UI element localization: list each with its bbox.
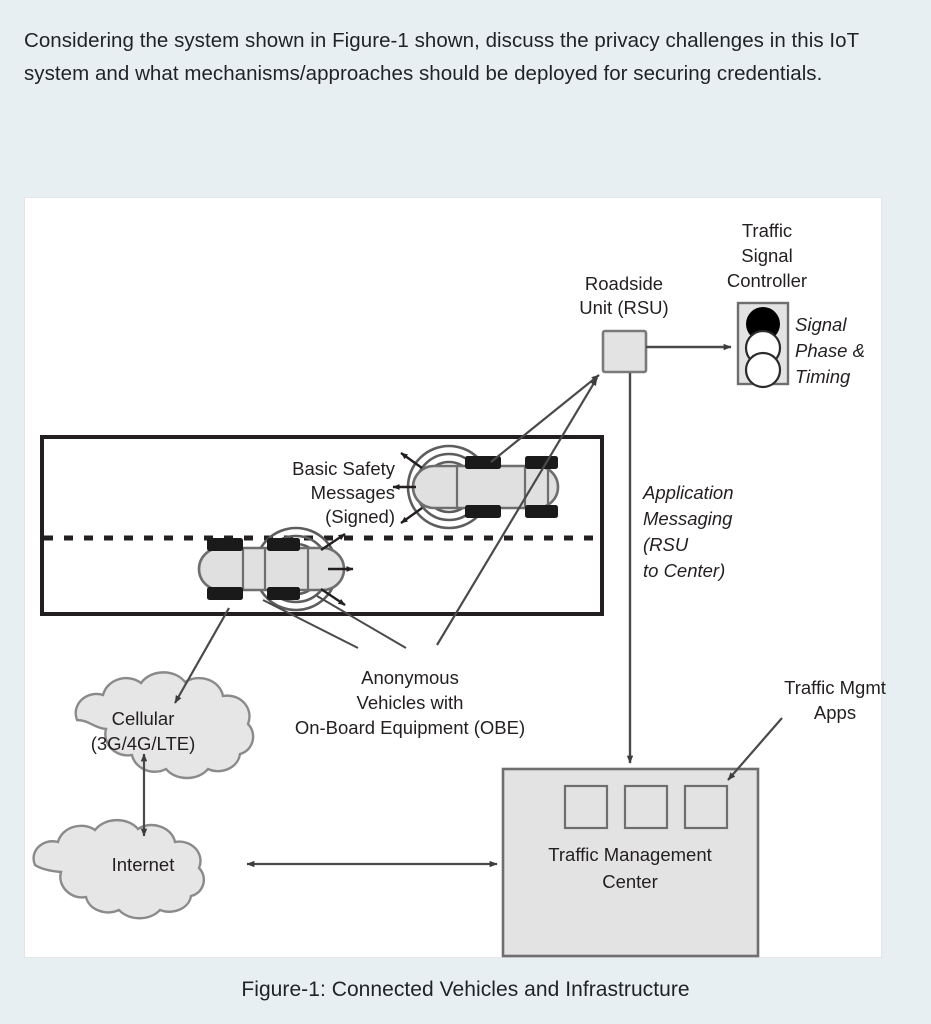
cellular-cloud[interactable] (74, 671, 255, 780)
apps-label-line2: Apps (814, 702, 856, 723)
figure-caption: Figure-1: Connected Vehicles and Infrast… (241, 978, 690, 1001)
roadside-unit-label-line1: Roadside (585, 273, 663, 294)
am-label-line4: to Center) (643, 560, 725, 581)
label-traffic-management-center: Traffic Management Center (548, 844, 712, 892)
figure-container: Roadside Unit (RSU) Traffic Signal Contr… (24, 197, 886, 958)
tsc-label-line1: Traffic (742, 220, 792, 241)
tmc-label-line2: Center (602, 871, 658, 892)
label-application-messaging: Application Messaging (RSU to Center) (642, 482, 734, 581)
am-label-line1: Application (642, 482, 734, 503)
roadside-unit[interactable] (601, 329, 648, 374)
label-cellular: Cellular (3G/4G/LTE) (91, 708, 196, 754)
vehicle-lower (197, 526, 354, 612)
label-signal-phase-timing: Signal Phase & Timing (795, 314, 865, 387)
label-basic-safety-messages: Basic Safety Messages (Signed) (292, 458, 396, 527)
connector-apps-label (727, 717, 783, 781)
spt-label-line1: Signal (795, 314, 847, 335)
connector-anon-label-2 (316, 595, 407, 649)
spt-label-line2: Phase & (795, 340, 865, 361)
label-traffic-mgmt-apps: Traffic Mgmt Apps (784, 677, 886, 723)
anon-label-line2: Vehicles with (357, 692, 464, 713)
connector-vehicle-to-cellular (174, 607, 230, 704)
cellular-label-line2: (3G/4G/LTE) (91, 733, 196, 754)
tsc-label-line2: Signal (741, 245, 792, 266)
tsc-label-line3: Controller (727, 270, 807, 291)
connector-vehicle-lower-to-rsu (436, 377, 598, 646)
spt-label-line3: Timing (795, 366, 851, 387)
label-internet: Internet (112, 854, 175, 875)
am-label-line2: Messaging (643, 508, 733, 529)
app-box-2 (623, 784, 669, 830)
label-roadside-unit: Roadside Unit (RSU) (579, 273, 668, 318)
figure-diagram: Roadside Unit (RSU) Traffic Signal Contr… (32, 220, 886, 958)
connector-vehicle-upper-to-rsu (490, 374, 600, 463)
app-box-1 (563, 784, 609, 830)
vehicle-upper (392, 444, 560, 530)
internet-cloud[interactable] (32, 818, 206, 920)
label-traffic-signal-controller: Traffic Signal Controller (727, 220, 807, 291)
app-box-3 (683, 784, 729, 830)
bsm-label-line2: Messages (311, 482, 395, 503)
traffic-signal-controller[interactable] (736, 301, 790, 389)
traffic-management-center[interactable] (501, 767, 760, 958)
internet-label: Internet (112, 854, 175, 875)
tmc-label-line1: Traffic Management (548, 844, 712, 865)
cellular-label-line1: Cellular (112, 708, 175, 729)
am-label-line3: (RSU (643, 534, 689, 555)
apps-label-line1: Traffic Mgmt (784, 677, 886, 698)
label-anonymous-vehicles: Anonymous Vehicles with On-Board Equipme… (295, 667, 525, 738)
anon-label-line3: On-Board Equipment (OBE) (295, 717, 525, 738)
signal-lamp-green (744, 351, 782, 389)
bsm-label-line3: (Signed) (325, 506, 395, 527)
bsm-label-line1: Basic Safety (292, 458, 396, 479)
connector-anon-label-1 (262, 599, 359, 649)
roadside-unit-label-line2: Unit (RSU) (579, 297, 668, 318)
anon-label-line1: Anonymous (361, 667, 459, 688)
question-text: Considering the system shown in Figure-1… (24, 29, 859, 85)
